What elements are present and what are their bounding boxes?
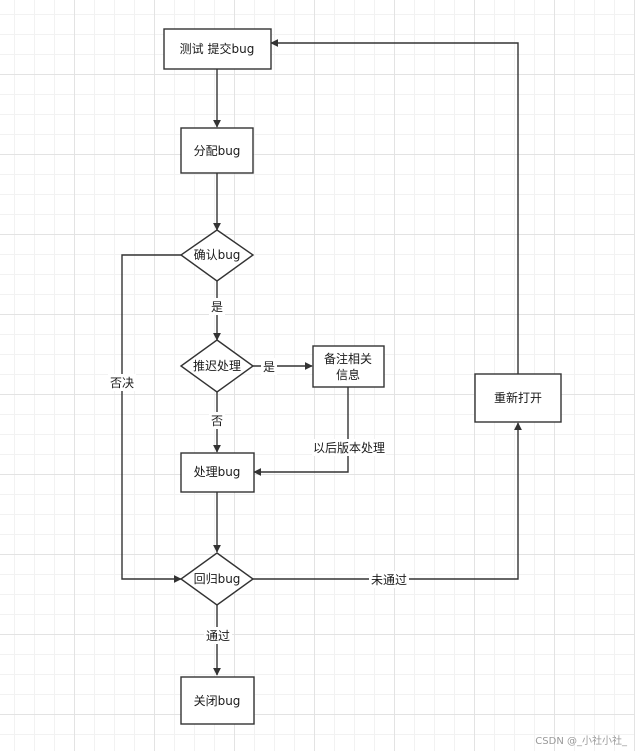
node-defer-label: 推迟处理 [193, 359, 241, 373]
node-note-label-line1: 备注相关 [324, 351, 372, 366]
node-defer[interactable]: 推迟处理 [179, 339, 255, 393]
node-close-label: 关闭bug [194, 694, 241, 708]
edge-label-defer-yes: 是 [263, 360, 275, 374]
node-handle[interactable]: 处理bug [180, 452, 255, 493]
node-reopen-label: 重新打开 [494, 390, 542, 405]
node-assign[interactable]: 分配bug [180, 127, 254, 174]
node-submit-label: 测试 提交bug [180, 41, 255, 56]
edge-labels: 是 否决 是 否 以后版本处理 未通过 通过 [108, 298, 409, 644]
edge-label-later-version: 以后版本处理 [313, 441, 385, 455]
edge-note-to-handle [253, 387, 349, 476]
edge-label-defer-no: 否 [211, 414, 223, 428]
node-regression-label: 回归bug [194, 572, 241, 586]
node-confirm-label: 确认bug [194, 248, 241, 262]
edge-label-not-passed: 未通过 [371, 573, 407, 587]
node-note[interactable]: 备注相关 信息 [312, 345, 385, 388]
edge-regression-to-reopen [253, 422, 522, 580]
edge-label-passed: 通过 [206, 629, 230, 643]
edge-confirm-reject-to-regression [121, 254, 182, 583]
edge-reopen-to-submit [270, 39, 519, 374]
node-handle-label: 处理bug [194, 465, 241, 479]
edge-label-confirm-yes: 是 [211, 300, 223, 314]
watermark: CSDN @_小社小社_ [535, 736, 627, 747]
node-confirm[interactable]: 确认bug [179, 229, 255, 282]
edge-label-confirm-reject: 否决 [110, 376, 134, 390]
node-close[interactable]: 关闭bug [180, 676, 255, 725]
node-assign-label: 分配bug [194, 144, 241, 158]
node-submit[interactable]: 测试 提交bug [163, 28, 272, 70]
node-reopen[interactable]: 重新打开 [474, 373, 562, 423]
node-regression[interactable]: 回归bug [179, 552, 255, 606]
node-note-label-line2: 信息 [336, 367, 360, 382]
